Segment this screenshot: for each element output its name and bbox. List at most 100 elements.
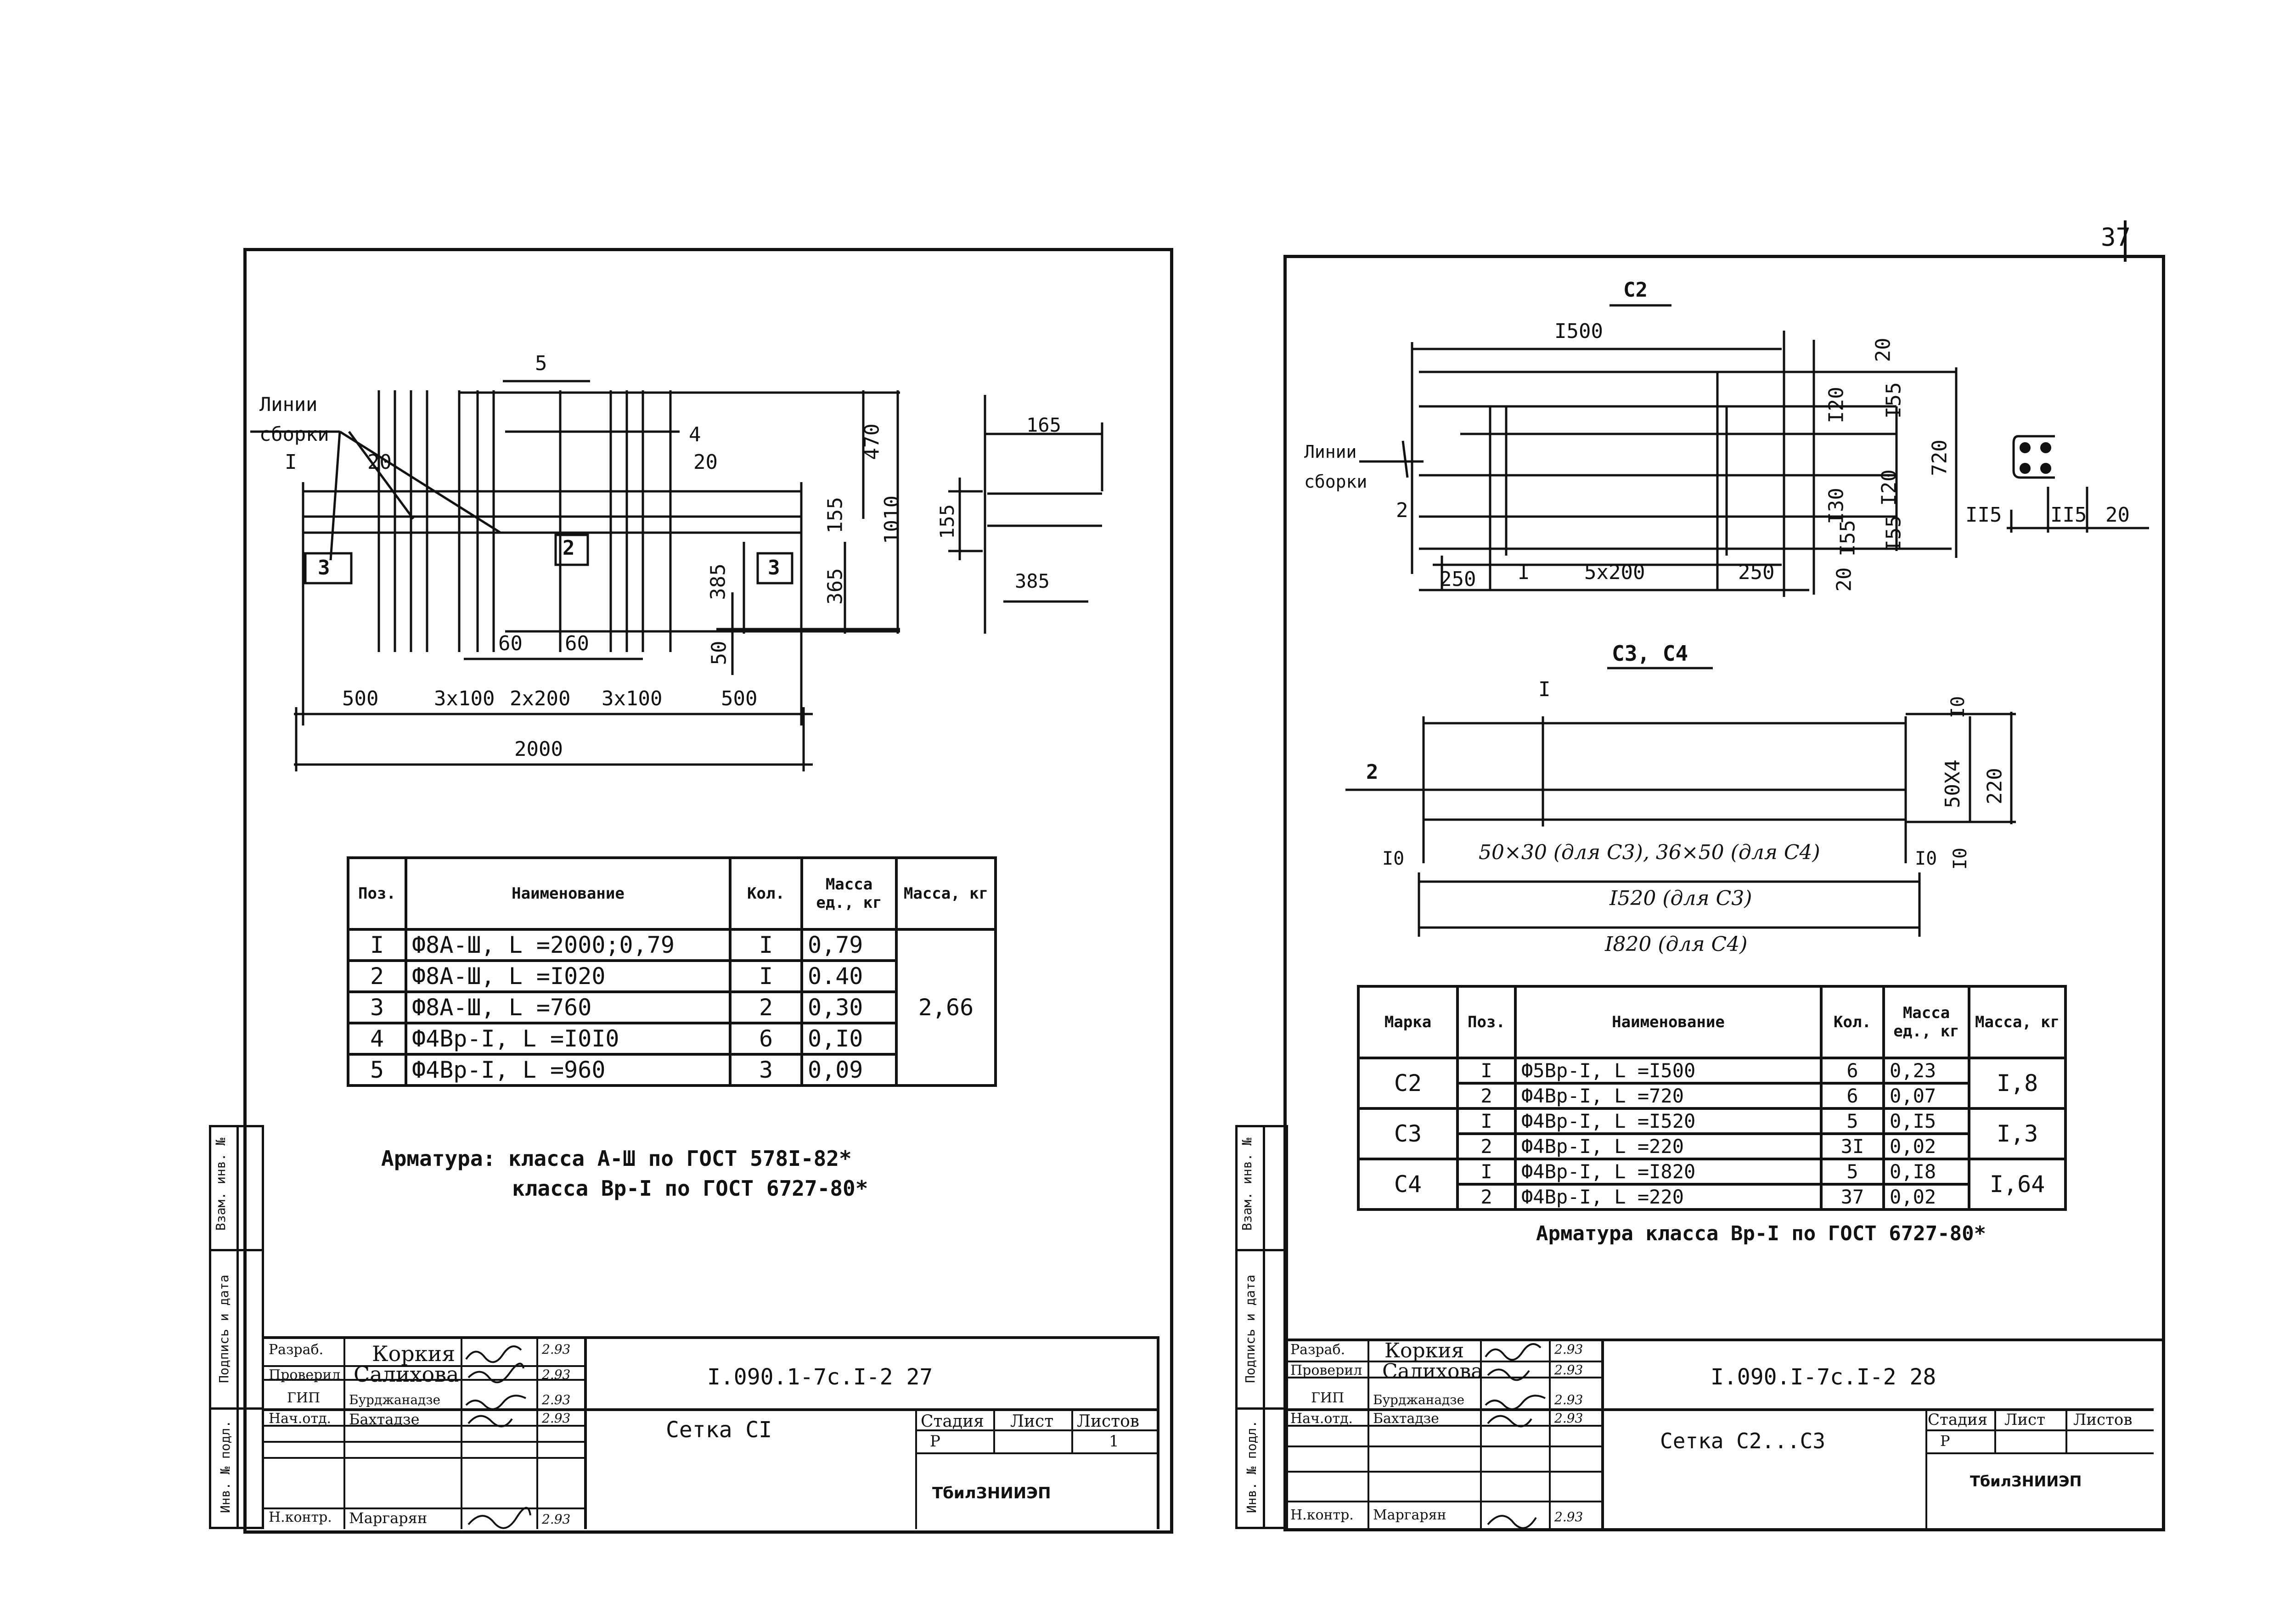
left-date-6: 2.93 <box>542 1512 571 1527</box>
right-role-1: Проверил <box>1290 1362 1362 1378</box>
right-sheets-label: Листов <box>2073 1411 2133 1429</box>
cell-name: Ф4Вр-I, L =I0I0 <box>405 1022 732 1056</box>
c34-dim-1820: I820 (для С4) <box>1605 933 1748 956</box>
cell-pos: 4 <box>347 1022 407 1056</box>
cell-qty: 6 <box>1820 1082 1885 1110</box>
col-pos: Поз. <box>347 856 407 931</box>
cell-mass: 0,I0 <box>800 1022 898 1056</box>
cell-mass: 0,02 <box>1882 1132 1970 1160</box>
col-qty: Кол. <box>1820 985 1885 1059</box>
right-stage-value: Р <box>1940 1432 1950 1450</box>
right-name-2: Бурджанадзе <box>1373 1392 1465 1407</box>
table-row: 5 Ф4Вр-I, L =960 3 0,09 <box>347 1053 996 1087</box>
left-name-6: Маргарян <box>349 1509 428 1527</box>
right-date-2: 2.93 <box>1554 1392 1583 1407</box>
left-reinforcement-note-1: Арматура: класса А-Ш по ГОСТ 578I-82* <box>381 1146 852 1171</box>
left-role-1: Проверил <box>269 1367 341 1383</box>
cell-mass: 0,79 <box>800 928 898 962</box>
cell-mark: С2 <box>1357 1057 1459 1110</box>
cell-name: Ф8А-Ш, L =2000;0,79 <box>405 928 732 962</box>
cell-qty: 5 <box>1820 1158 1885 1186</box>
cell-qty: 3I <box>1820 1132 1885 1160</box>
cell-mass: 0,02 <box>1882 1183 1970 1211</box>
cell-name: Ф4Вр-I, L =220 <box>1514 1183 1823 1211</box>
dim-5: 5 <box>535 352 547 375</box>
dim-20-left: 20 <box>367 450 392 474</box>
col-name: Наименование <box>1514 985 1823 1059</box>
right-name-6: Маргарян <box>1373 1507 1446 1523</box>
table-row: С4 I Ф4Вр-I, L =I820 5 0,I8 I,64 <box>1357 1158 2067 1211</box>
table-row: 2 Ф8А-Ш, L =I020 I 0.40 <box>347 959 996 993</box>
right-date-3: 2.93 <box>1554 1411 1583 1426</box>
left-spec-table: Поз. Наименование Кол. Масса ед., кг Мас… <box>347 856 997 1087</box>
right-name-1: Салихова <box>1382 1360 1483 1383</box>
cell-pos: 2 <box>347 959 407 993</box>
left-stage-label: Стадия <box>921 1412 984 1431</box>
c2-assembly-note-1: Линии <box>1304 442 1357 462</box>
table-row: С2 I Ф5Вр-I, L =I500 6 0,23 I,8 <box>1357 1057 2067 1110</box>
table-header-row: Марка Поз. Наименование Кол. Масса ед., … <box>1357 985 2067 1059</box>
cell-mark: С3 <box>1357 1107 1459 1160</box>
pos3-right-label: 3 <box>768 556 780 579</box>
c34-title: С3, С4 <box>1612 641 1688 666</box>
right-organization: ТбилЗНИИЭП <box>1970 1473 2082 1490</box>
c2-pos2: 2 <box>1396 499 1408 522</box>
left-reinforcement-note-2: класса Вр-I по ГОСТ 6727-80* <box>512 1176 868 1201</box>
dim-500-right: 500 <box>721 687 758 710</box>
c2-dim-1500: I500 <box>1554 320 1603 343</box>
table-row: I Ф8А-Ш, L =2000;0,79 I 0,79 2,66 <box>347 928 997 1087</box>
right-drawing-code: I.090.I-7c.I-2 28 <box>1711 1364 1936 1390</box>
left-role-6: Н.контр. <box>269 1509 332 1525</box>
c34-inner-note: 50×30 (для С3), 36×50 (для С4) <box>1479 841 1820 864</box>
table-row: 2 Ф4Вр-I, L =720 6 0,07 <box>1358 1082 2065 1110</box>
left-stage-value: Р <box>930 1432 940 1451</box>
cell-mass: 0,30 <box>800 990 898 1024</box>
right-role-3: Нач.отд. <box>1290 1411 1353 1427</box>
right-name-3: Бахтадзе <box>1373 1411 1439 1427</box>
cell-name: Ф4Вр-I, L =220 <box>1514 1132 1823 1160</box>
left-drawing-title: Сетка СI <box>666 1417 772 1443</box>
left-sheets-value: 1 <box>1109 1432 1119 1451</box>
cell-name: Ф5Вр-I, L =I500 <box>1514 1057 1823 1085</box>
table-row: 4 Ф4Вр-I, L =I0I0 6 0,I0 <box>347 1022 996 1056</box>
cell-name: Ф8А-Ш, L =I020 <box>405 959 732 993</box>
left-date-3: 2.93 <box>542 1411 571 1426</box>
table-row: С3 I Ф4Вр-I, L =I520 5 0,I5 I,3 <box>1357 1107 2067 1160</box>
table-row: 2 Ф4Вр-I, L =220 37 0,02 <box>1358 1183 2065 1211</box>
cell-pos: 3 <box>347 990 407 1024</box>
cell-pos: I <box>1456 1107 1517 1135</box>
cell-qty: 37 <box>1820 1183 1885 1211</box>
c2-assembly-note-2: сборки <box>1304 472 1367 492</box>
right-name-0: Коркия <box>1384 1339 1464 1362</box>
cell-name: Ф4Вр-I, L =I820 <box>1514 1158 1823 1186</box>
c2-dim-5x200: 5x200 <box>1584 561 1645 584</box>
right-date-0: 2.93 <box>1554 1342 1583 1357</box>
col-mass: Масса, кг <box>1967 985 2067 1059</box>
pos3-left-label: 3 <box>318 556 330 579</box>
cell-pos: 2 <box>1456 1082 1517 1110</box>
left-date-0: 2.93 <box>542 1342 571 1357</box>
right-role-6: Н.контр. <box>1290 1507 1354 1523</box>
cell-mass: 0,I5 <box>1882 1107 1970 1135</box>
left-date-1: 2.93 <box>542 1367 571 1382</box>
right-date-1: 2.93 <box>1554 1362 1583 1378</box>
dim-500-left: 500 <box>342 687 379 710</box>
cell-mass: 0,07 <box>1882 1082 1970 1110</box>
cell-name: Ф4Вр-I, L =I520 <box>1514 1107 1823 1135</box>
left-role-2: ГИП <box>287 1390 321 1406</box>
cell-name: Ф8А-Ш, L =760 <box>405 990 732 1024</box>
cell-mass: 0,23 <box>1882 1057 1970 1085</box>
cell-total-mass: 2,66 <box>895 928 997 1087</box>
left-organization: ТбилЗНИИЭП <box>932 1484 1051 1502</box>
cell-qty: I <box>729 928 803 962</box>
cell-qty: 5 <box>1820 1107 1885 1135</box>
left-sheets-label: Листов <box>1077 1412 1140 1431</box>
cell-pos: 2 <box>1456 1132 1517 1160</box>
right-side-stamp <box>1235 1125 1288 1529</box>
dim-20-right: 20 <box>693 450 718 474</box>
dim-4: 4 <box>689 423 701 446</box>
cell-mass: 0,I8 <box>1882 1158 1970 1186</box>
